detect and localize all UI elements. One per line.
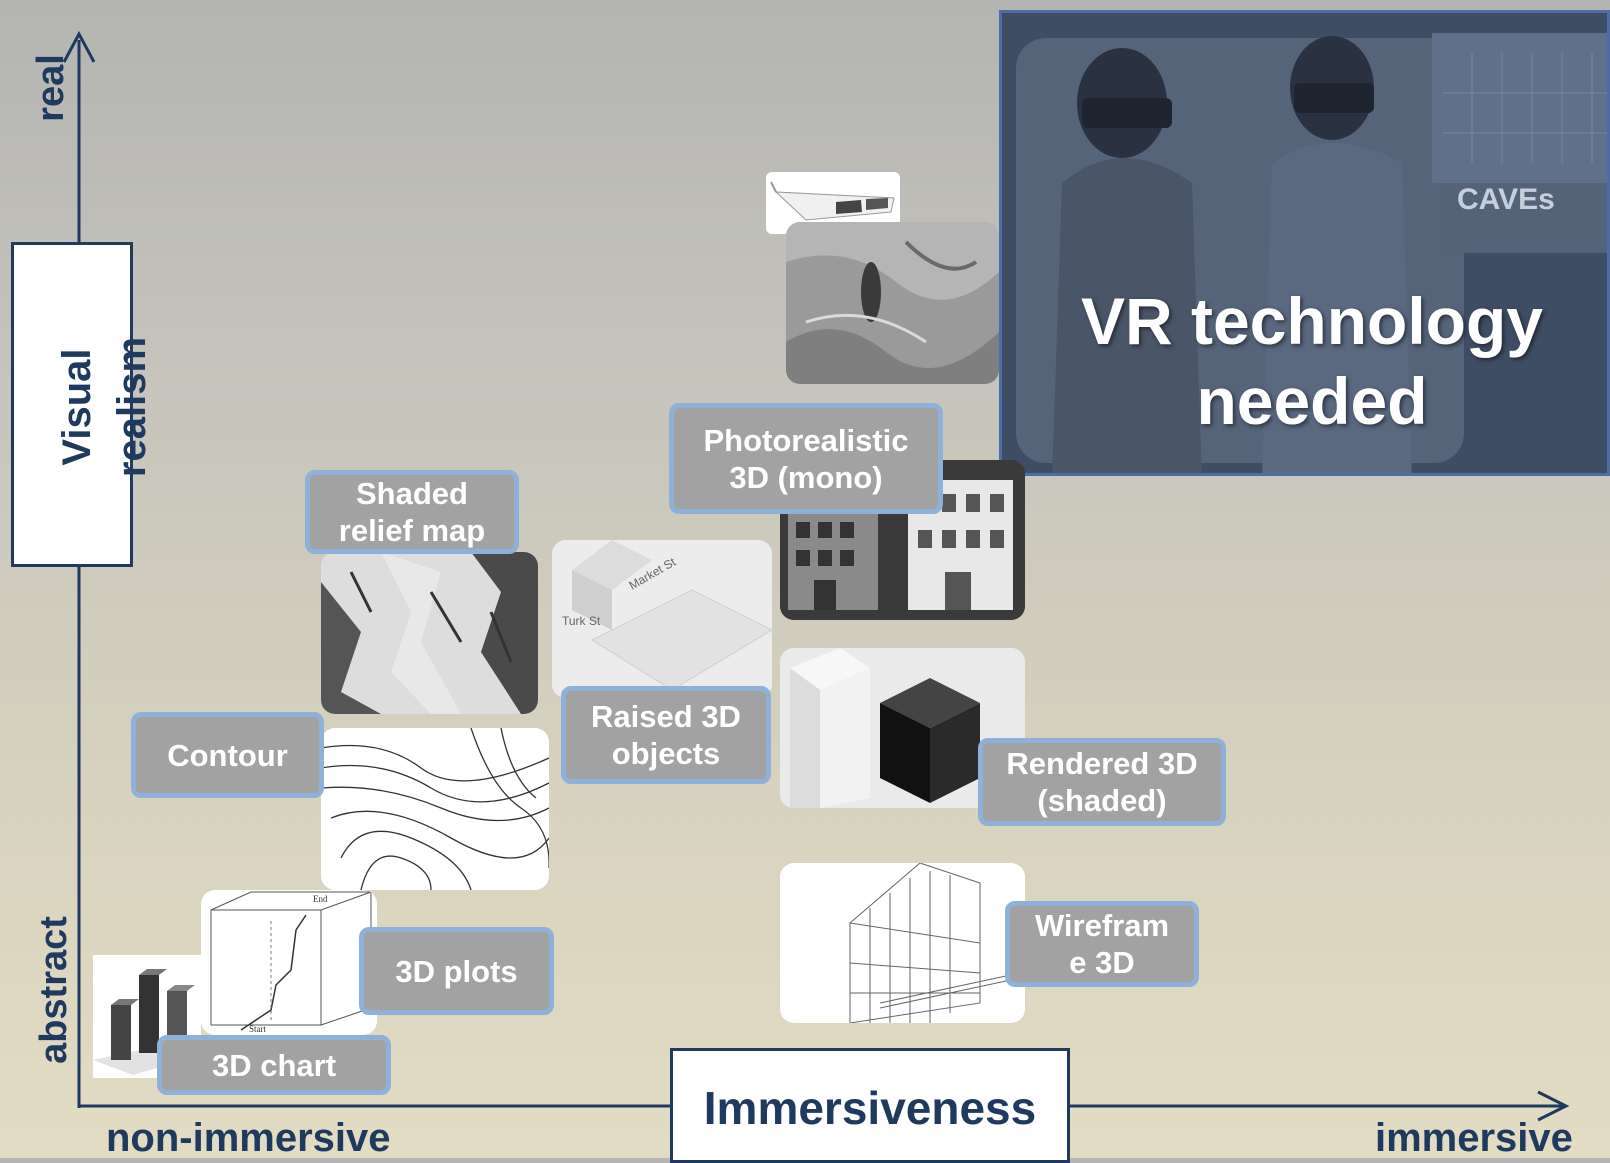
vr-panel: CAVEs VR technology needed bbox=[999, 10, 1610, 476]
x-right-label: immersive bbox=[1375, 1116, 1573, 1160]
satellite-terrain-image bbox=[786, 222, 999, 384]
y-title-line2: realism bbox=[110, 336, 154, 478]
raised-buildings-map-image: Turk St Market St bbox=[552, 540, 772, 698]
vr-title: VR technology needed bbox=[1080, 284, 1544, 438]
x-left-label: non-immersive bbox=[106, 1116, 391, 1160]
shaded-relief-image bbox=[321, 552, 538, 714]
label-3d-chart: 3D chart bbox=[157, 1035, 391, 1095]
label-3d-plots: 3D plots bbox=[359, 927, 554, 1015]
y-top-label: real bbox=[30, 54, 72, 122]
label-contour: Contour bbox=[131, 712, 324, 798]
svg-text:Turk St: Turk St bbox=[562, 614, 601, 628]
rendered-blocks-image bbox=[780, 648, 1025, 808]
vr-photo bbox=[1002, 13, 1607, 473]
y-bottom-label: abstract bbox=[33, 916, 75, 1064]
3d-plot-cube-image: End Start bbox=[201, 890, 377, 1035]
svg-text:Start: Start bbox=[249, 1024, 266, 1034]
wireframe-building-image bbox=[780, 863, 1025, 1023]
caves-label: CAVEs bbox=[1457, 183, 1555, 216]
contour-map-image bbox=[321, 728, 549, 890]
svg-text:End: End bbox=[313, 894, 328, 904]
label-rendered-3d: Rendered 3D(shaded) bbox=[978, 738, 1226, 826]
y-title-line1: Visual bbox=[55, 348, 99, 466]
y-axis-title: Visual realism bbox=[11, 242, 154, 567]
x-axis-title: Immersiveness bbox=[670, 1048, 1070, 1163]
